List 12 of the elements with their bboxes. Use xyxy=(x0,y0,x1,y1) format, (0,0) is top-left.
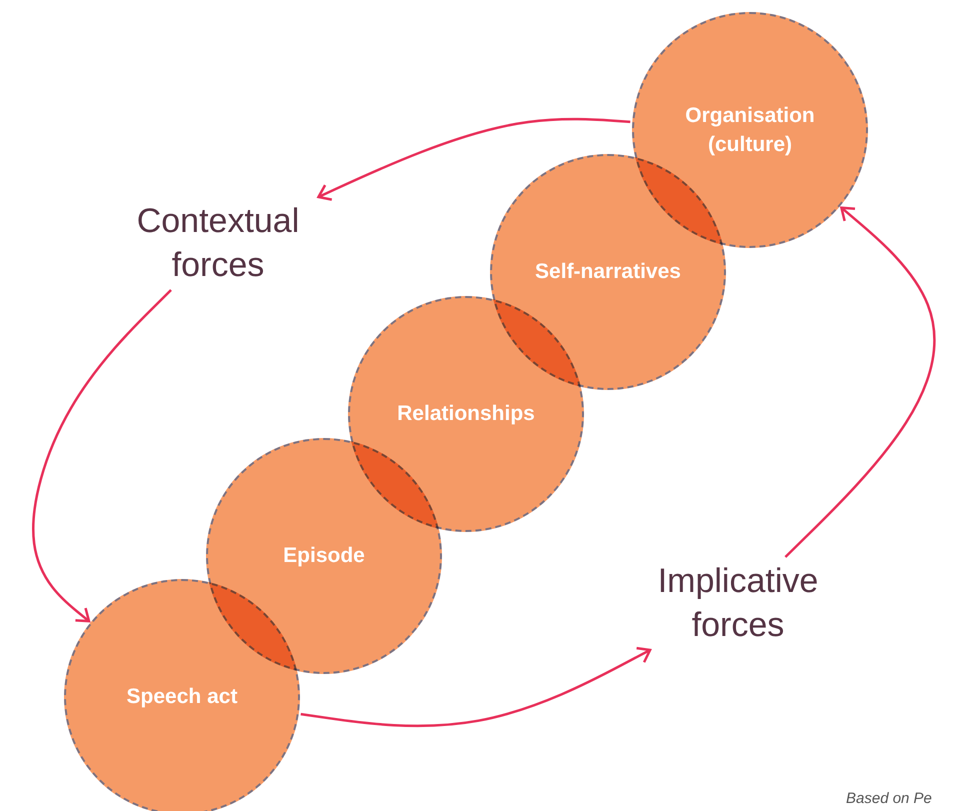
circle-label: Relationships xyxy=(397,401,535,428)
circle-label: Speech act xyxy=(126,684,238,710)
curved-arrow xyxy=(32,289,172,622)
curved-arrow xyxy=(317,118,630,201)
circle-label: Organisation (culture) xyxy=(684,102,816,158)
circle-label: Self-narratives xyxy=(535,259,681,286)
curved-arrow xyxy=(784,206,936,558)
force-label: Implicative forces xyxy=(618,560,858,648)
force-label: Contextual forces xyxy=(98,200,338,288)
circle-label: Episode xyxy=(283,543,365,570)
curved-arrow xyxy=(300,646,652,728)
source-caption: Based on Pe xyxy=(846,790,932,807)
